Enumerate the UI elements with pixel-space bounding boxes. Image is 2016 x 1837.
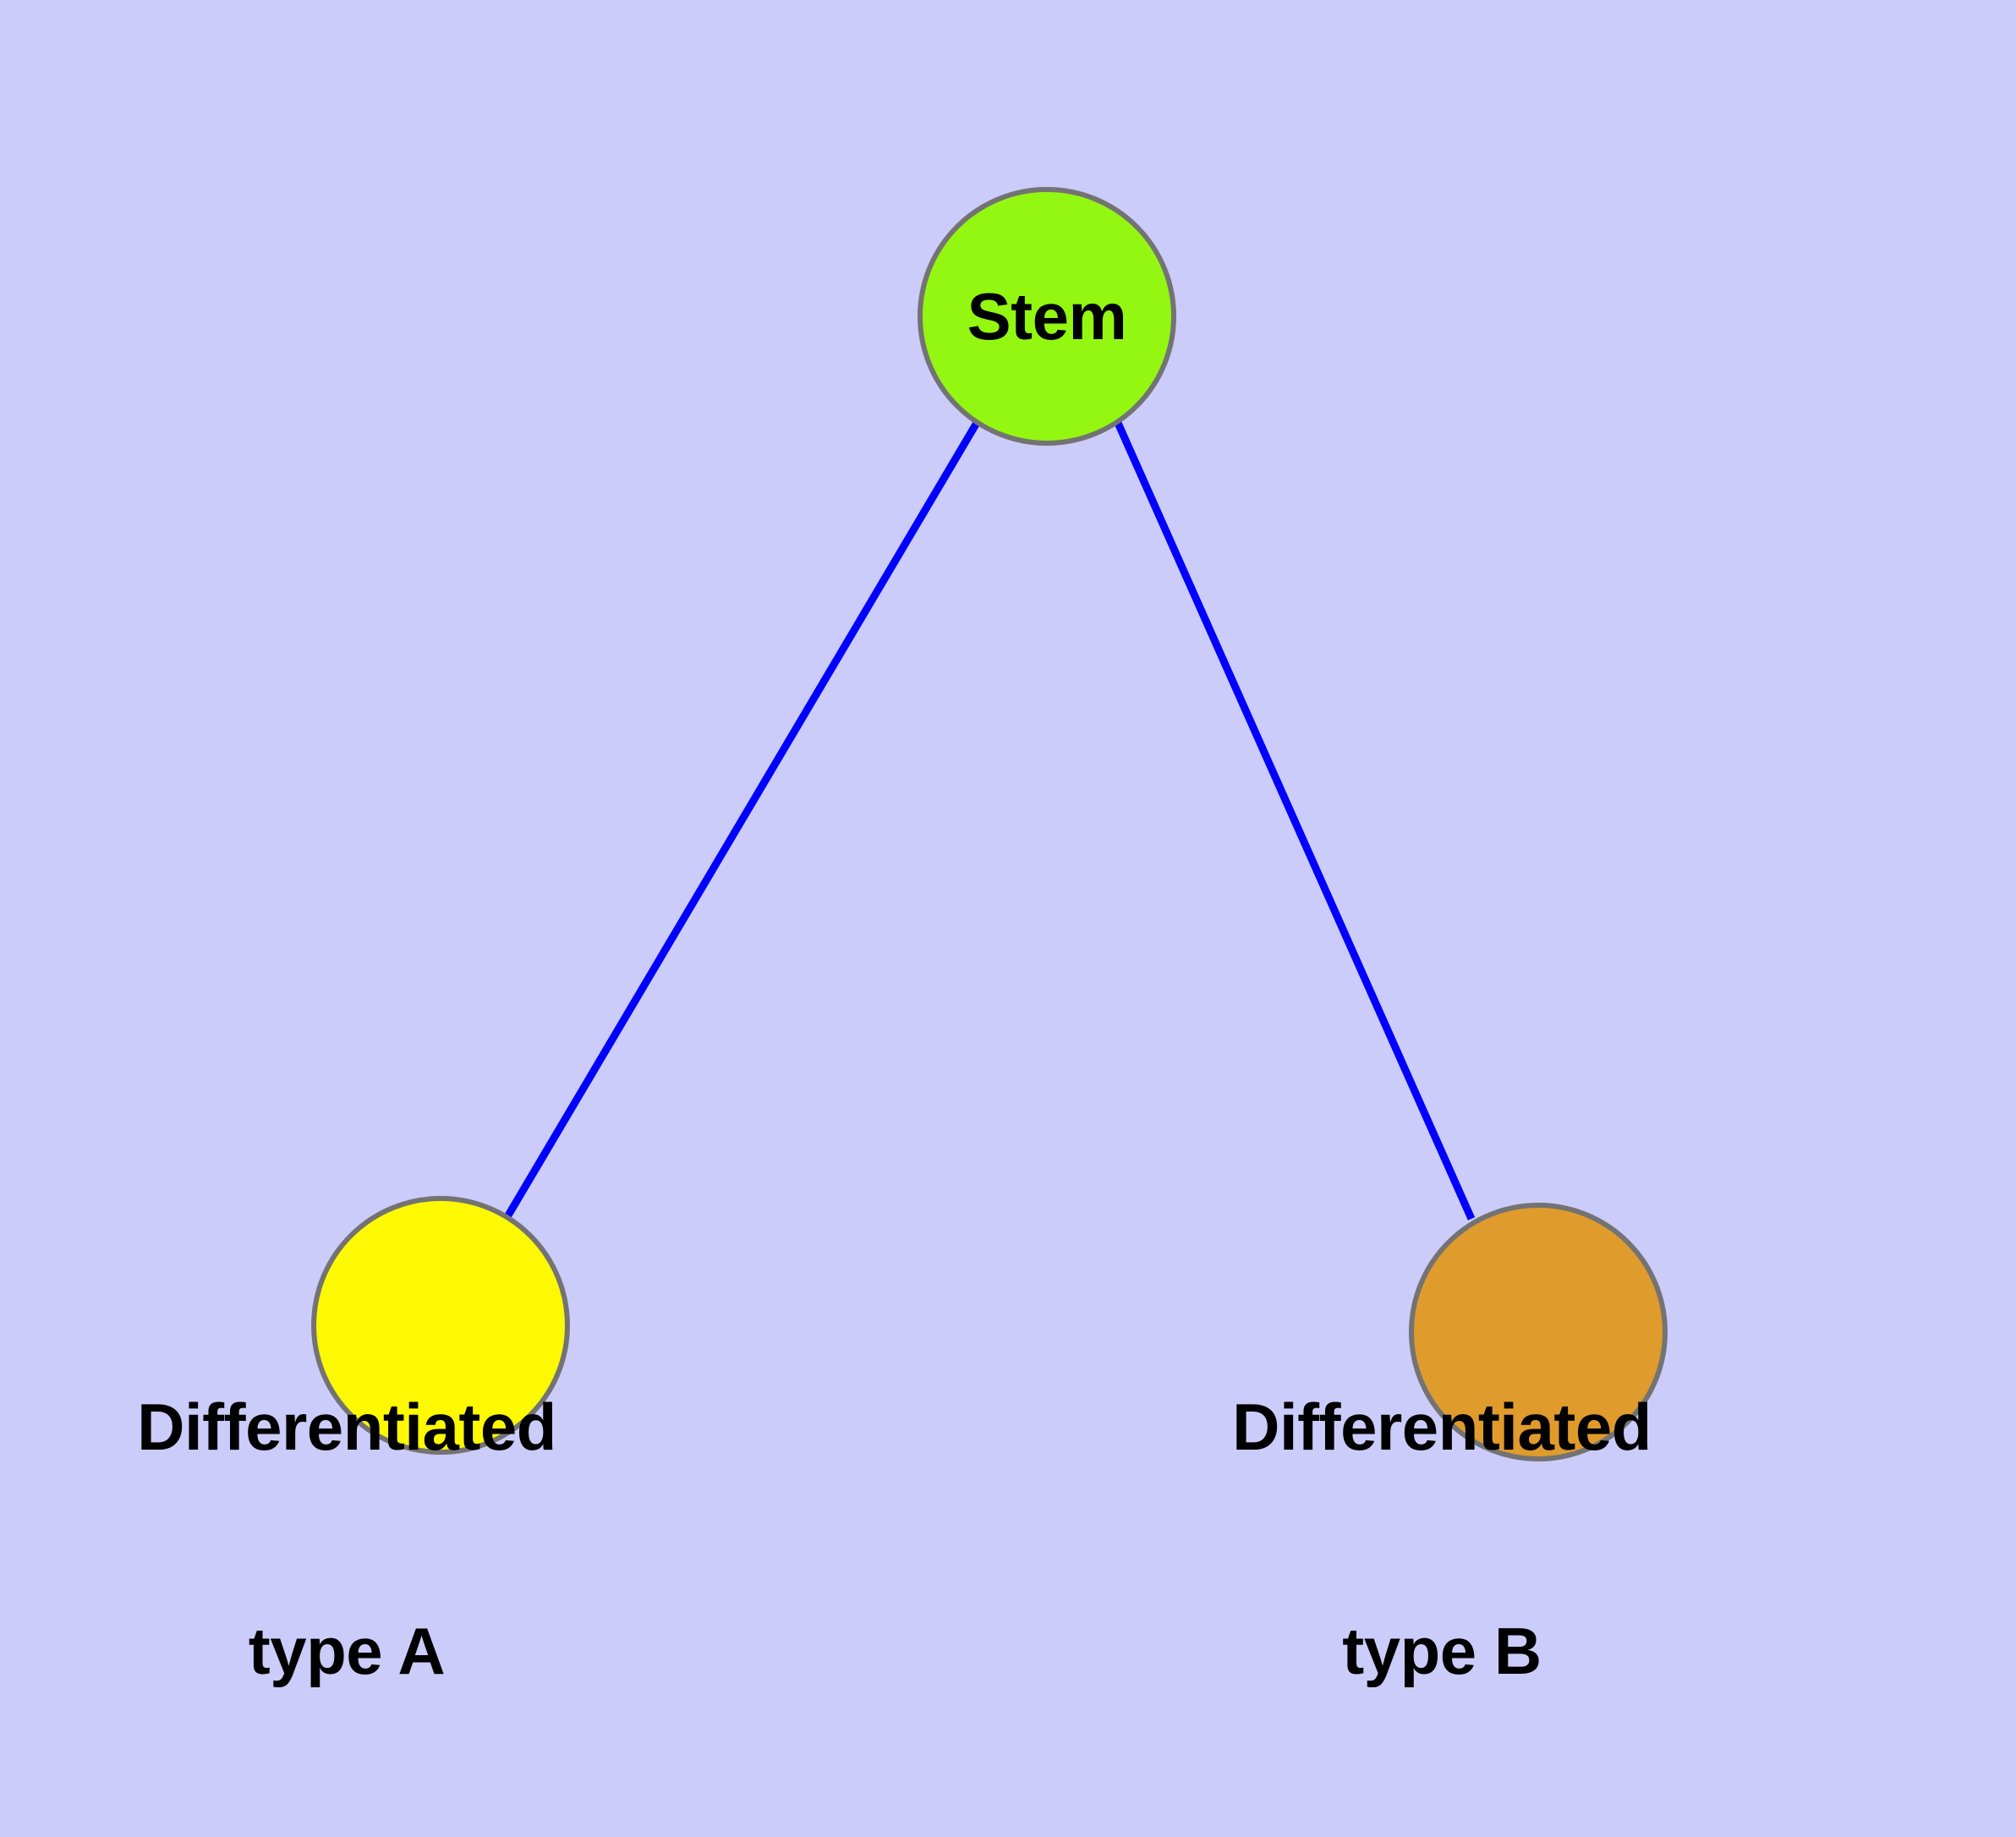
edge-stem-to-differentiated-type-b[interactable] [1114, 421, 1476, 1220]
edge-stem-to-differentiated-type-a[interactable] [505, 420, 980, 1218]
node-differentiated-type-b[interactable] [1409, 1203, 1668, 1461]
node-label-stem: Stem [967, 279, 1127, 354]
node-differentiated-type-a[interactable] [311, 1196, 570, 1455]
node-label-line-1: Differentiated [1232, 1390, 1652, 1465]
node-label-line-1: Differentiated [137, 1390, 556, 1465]
node-label-line-2: type B [1342, 1613, 1542, 1688]
node-stem[interactable] [918, 187, 1176, 446]
node-label-line-2: type A [248, 1613, 446, 1688]
node-label-differentiated-type-b: Differentiated type B [1188, 1241, 1696, 1837]
node-label-differentiated-type-a: Differentiated type A [93, 1241, 600, 1837]
